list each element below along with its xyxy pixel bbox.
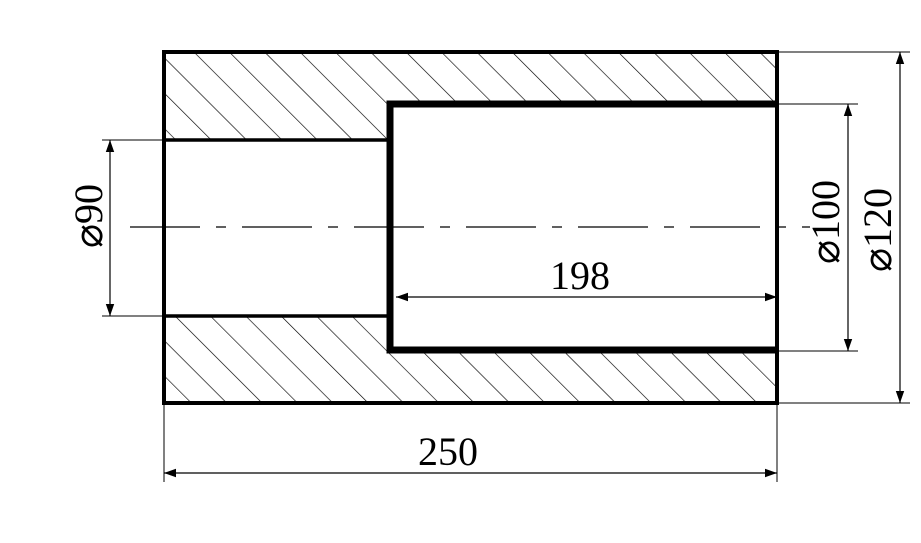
label-198: 198: [550, 253, 610, 298]
top-hatch-region: [164, 52, 777, 140]
label-d100: ⌀100: [803, 180, 848, 264]
section-hatching: [164, 52, 777, 403]
label-d120: ⌀120: [855, 188, 900, 272]
label-d90: ⌀90: [66, 184, 111, 248]
bottom-hatch-region: [164, 316, 777, 403]
label-250: 250: [418, 429, 478, 474]
dimension-lines: [105, 52, 905, 478]
dimension-labels: ⌀90 ⌀100 ⌀120 198 250: [66, 180, 900, 474]
